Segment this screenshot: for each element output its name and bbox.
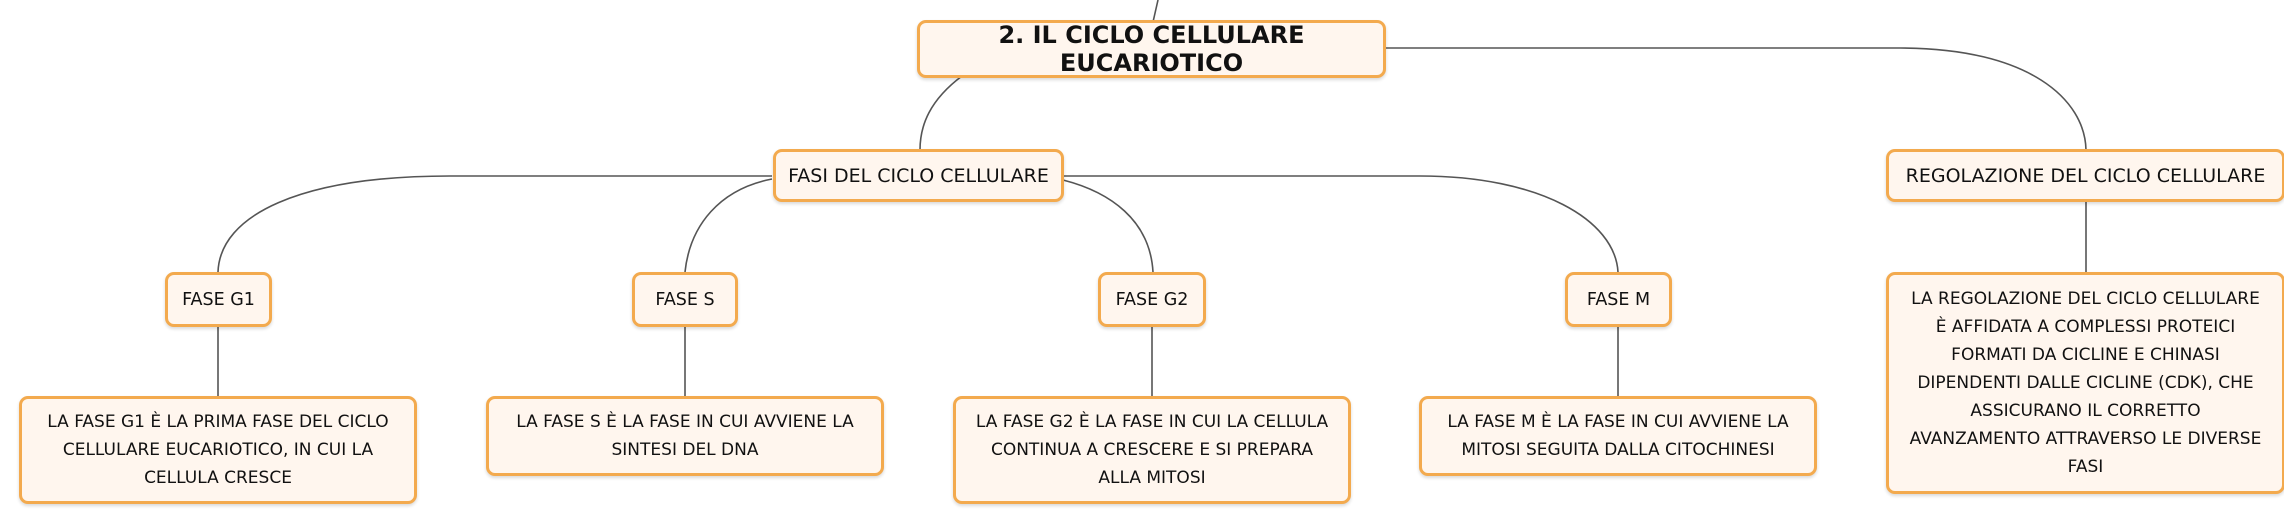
connector-phases-s: [684, 178, 773, 273]
root-label: 2. IL CICLO CELLULARE EUCARIOTICO: [998, 21, 1305, 77]
connector-phases-m: [1063, 175, 1619, 273]
regulation-description-node[interactable]: LA REGOLAZIONE DEL CICLO CELLULARE È AFF…: [1886, 272, 2284, 494]
root-node[interactable]: 2. IL CICLO CELLULARE EUCARIOTICO: [917, 20, 1386, 78]
phase-s-description: LA FASE S È LA FASE IN CUI AVVIENE LA SI…: [516, 412, 854, 460]
phase-g1-description: LA FASE G1 È LA PRIMA FASE DEL CICLO CEL…: [47, 412, 389, 488]
connector-phases-g1: [217, 175, 772, 273]
phases-topic-node[interactable]: FASI DEL CICLO CELLULARE: [773, 149, 1064, 202]
connector-root-regulation: [1384, 47, 2087, 151]
regulation-topic-node[interactable]: REGOLAZIONE DEL CICLO CELLULARE: [1886, 149, 2284, 202]
phase-m-node[interactable]: FASE M: [1565, 272, 1672, 327]
regulation-topic-label: REGOLAZIONE DEL CICLO CELLULARE: [1905, 164, 2266, 187]
phases-topic-label: FASI DEL CICLO CELLULARE: [788, 164, 1049, 187]
phase-g2-description: LA FASE G2 È LA FASE IN CUI LA CELLULA C…: [975, 412, 1329, 488]
phase-g2-description-node[interactable]: LA FASE G2 È LA FASE IN CUI LA CELLULA C…: [953, 396, 1351, 504]
phase-g1-label: FASE G1: [182, 289, 255, 310]
phase-m-description: LA FASE M È LA FASE IN CUI AVVIENE LA MI…: [1447, 412, 1789, 460]
connector-phases-g2: [1062, 179, 1154, 273]
phase-g1-node[interactable]: FASE G1: [165, 272, 272, 327]
phase-g2-label: FASE G2: [1115, 289, 1189, 310]
phase-g2-node[interactable]: FASE G2: [1098, 272, 1206, 327]
phase-s-node[interactable]: FASE S: [632, 272, 738, 327]
connector-root-phases: [919, 75, 963, 151]
connector-root-up: [1152, 0, 1159, 23]
phase-s-description-node[interactable]: LA FASE S È LA FASE IN CUI AVVIENE LA SI…: [486, 396, 884, 476]
regulation-description: LA REGOLAZIONE DEL CICLO CELLULARE È AFF…: [1909, 289, 2262, 477]
phase-m-label: FASE M: [1586, 289, 1651, 310]
phase-s-label: FASE S: [655, 289, 715, 310]
phase-g1-description-node[interactable]: LA FASE G1 È LA PRIMA FASE DEL CICLO CEL…: [19, 396, 417, 504]
phase-m-description-node[interactable]: LA FASE M È LA FASE IN CUI AVVIENE LA MI…: [1419, 396, 1817, 476]
